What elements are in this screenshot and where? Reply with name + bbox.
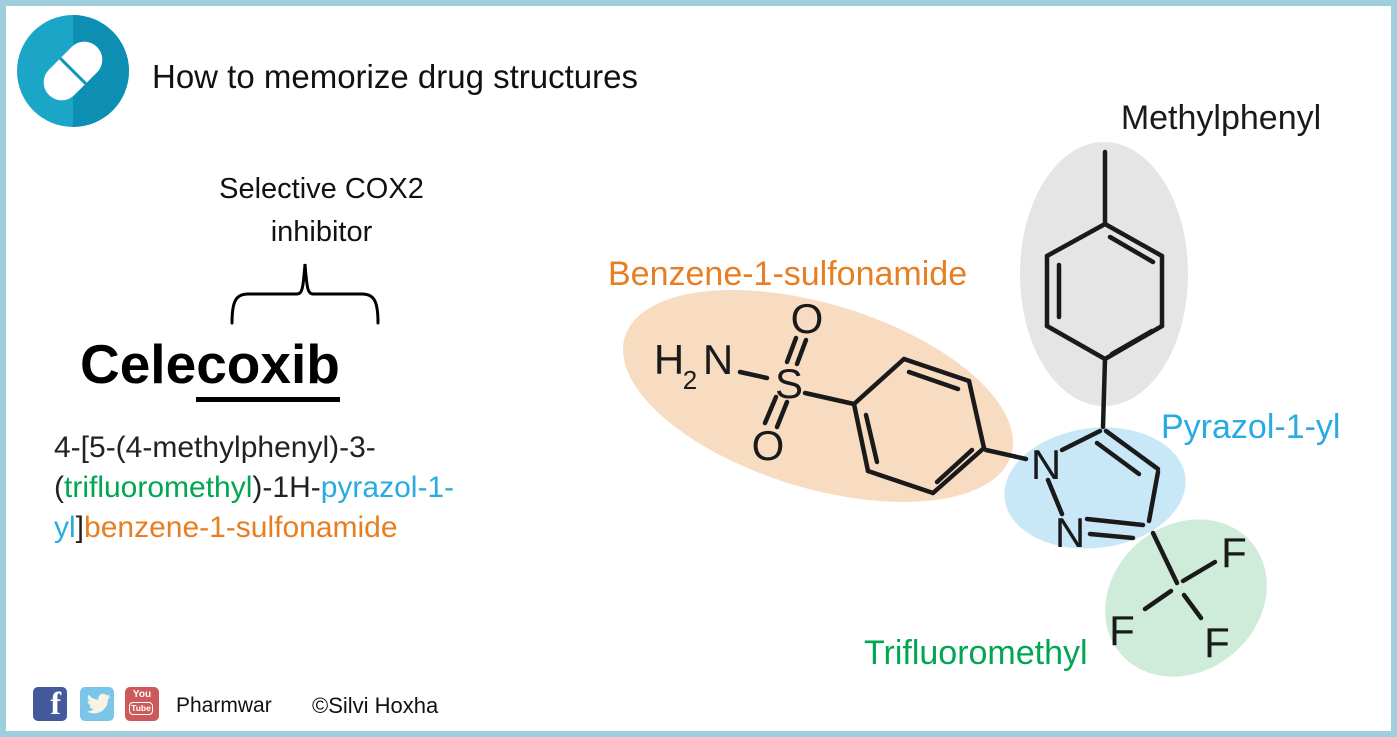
- iupac-segment-green: trifluoromethyl: [64, 471, 253, 504]
- drug-class-label: Selective COX2 inhibitor: [164, 168, 479, 254]
- methylphenyl-highlight: [1020, 142, 1188, 406]
- skeleton-bonds: [737, 149, 1218, 621]
- atom-n2: N: [1055, 509, 1085, 556]
- atom-h: H: [654, 336, 684, 383]
- atom-n1: N: [1031, 441, 1061, 488]
- iupac-line1: 4-[5-(4-methylphenyl)-3-: [54, 428, 574, 468]
- iupac-segment-black: ]: [75, 511, 85, 544]
- pyrazolyl-label: Pyrazol-1-yl: [1161, 408, 1340, 446]
- iupac-segment-black: (: [54, 471, 64, 504]
- twitter-icon[interactable]: [80, 687, 114, 721]
- iupac-segment-black: 4-[5-(4-methylphenyl)-3-: [54, 431, 376, 464]
- brand-name: Pharmwar: [176, 694, 272, 717]
- facebook-letter: f: [50, 685, 61, 721]
- drug-class-line1: Selective COX2: [219, 173, 424, 205]
- atom-f1: F: [1221, 529, 1247, 576]
- iupac-segment-black: )-1H-: [252, 471, 321, 504]
- iupac-segment-orange: benzene-1-sulfonamide: [84, 511, 398, 544]
- youtube-tube-box: Tube: [129, 702, 153, 715]
- youtube-icon[interactable]: You Tube: [125, 687, 159, 721]
- trifluoromethyl-label: Trifluoromethyl: [864, 634, 1088, 672]
- drug-class-line2: inhibitor: [270, 216, 373, 248]
- pill-logo-icon: [17, 15, 129, 127]
- atom-f2: F: [1109, 607, 1135, 654]
- atom-n-amide: N: [703, 336, 733, 383]
- youtube-tube-text: Tube: [131, 703, 151, 713]
- drug-name: Celecoxib: [80, 332, 340, 402]
- youtube-you-text: You: [132, 689, 152, 700]
- atom-o-bottom: O: [752, 422, 785, 469]
- brace-icon: [230, 263, 380, 325]
- iupac-line3: yl]benzene-1-sulfonamide: [54, 508, 574, 548]
- iupac-line2: (trifluoromethyl)-1H-pyrazol-1-: [54, 468, 574, 508]
- twitter-bird-icon: [86, 693, 111, 714]
- atom-f3: F: [1204, 619, 1230, 666]
- iupac-segment-blue: pyrazol-1-: [320, 471, 455, 504]
- atom-h-subscript: 2: [683, 365, 697, 395]
- drug-name-prefix: Cele: [80, 333, 197, 395]
- facebook-icon[interactable]: f: [33, 685, 67, 721]
- benzene-sulfonamide-label: Benzene-1-sulfonamide: [608, 255, 967, 293]
- iupac-name: 4-[5-(4-methylphenyl)-3- (trifluoromethy…: [54, 428, 574, 548]
- celecoxib-structure-diagram: H 2 N S O O N N F F F Methylphenyl Benze…: [608, 99, 1340, 677]
- copyright: ©Silvi Hoxha: [312, 693, 439, 718]
- atom-o-top: O: [791, 295, 824, 342]
- page-title: How to memorize drug structures: [152, 58, 638, 95]
- atom-s: S: [775, 360, 803, 407]
- iupac-segment-blue: yl: [54, 511, 76, 544]
- drug-name-underlined-part: coxib: [196, 333, 340, 402]
- methylphenyl-label: Methylphenyl: [1121, 99, 1321, 137]
